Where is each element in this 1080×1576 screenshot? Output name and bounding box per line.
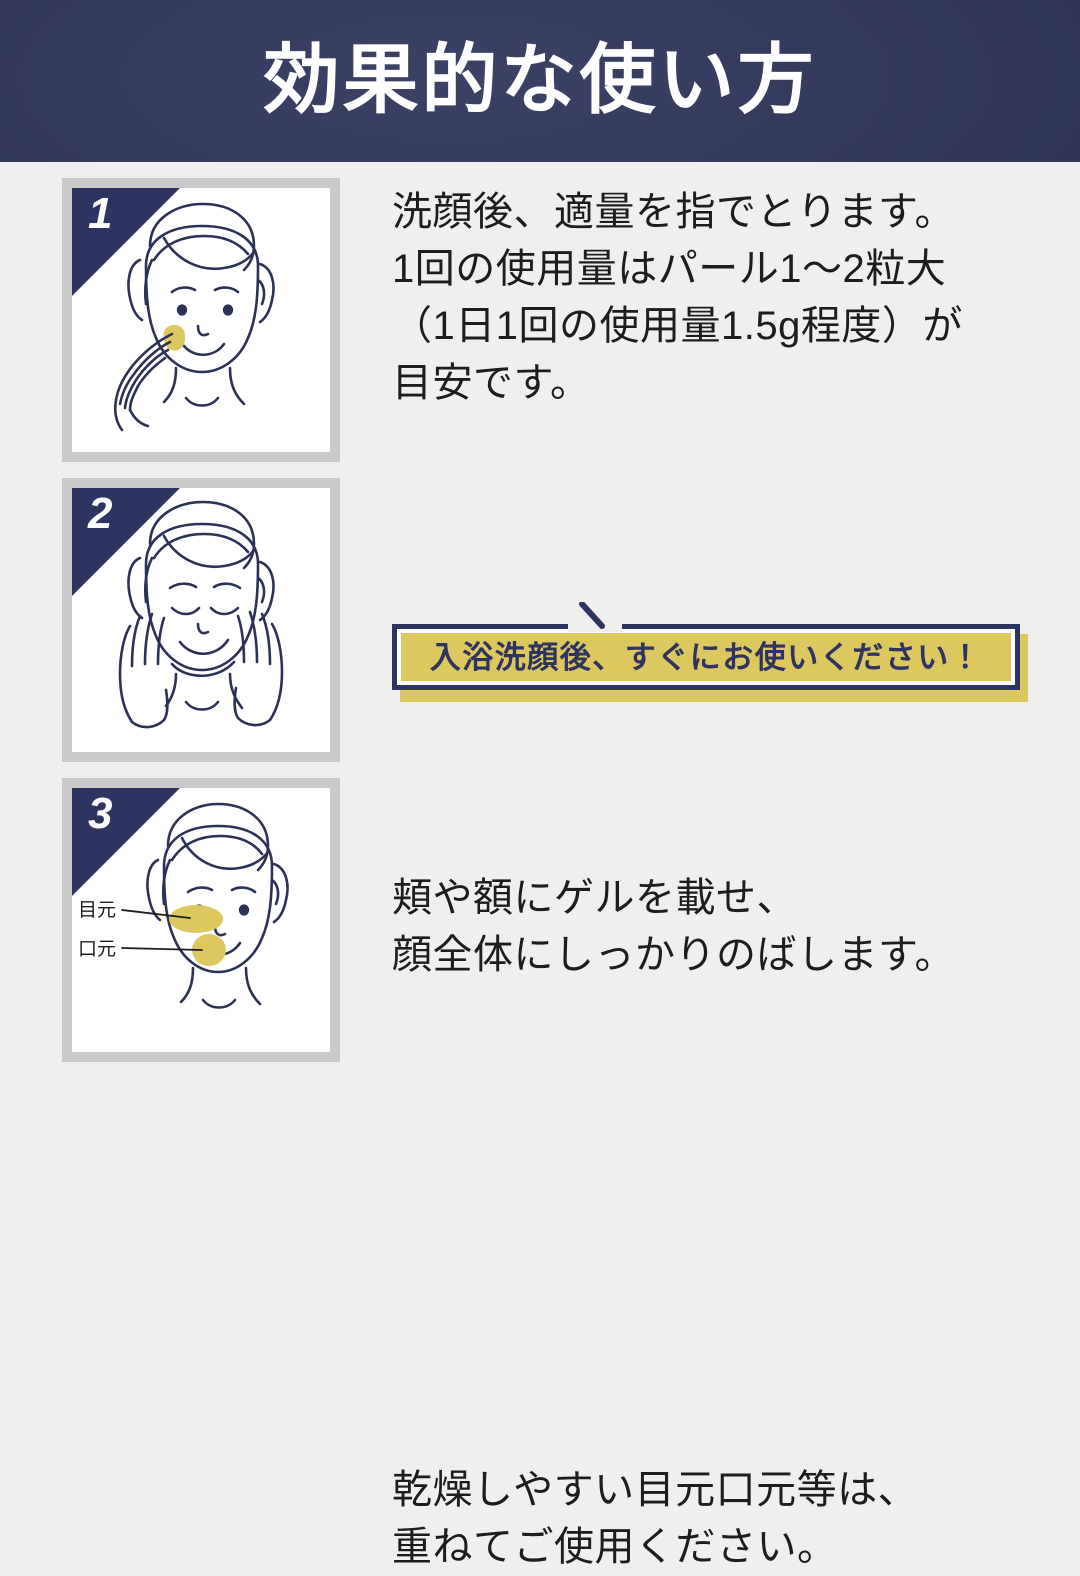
step-1-text: 洗顔後、適量を指でとります。 1回の使用量はパール1〜2粒大 （1日1回の使用量…	[392, 184, 963, 412]
step-1-figure-frame: 1	[62, 178, 340, 462]
step-2-text: 頬や額にゲルを載せ、 顔全体にしっかりのばします。	[392, 870, 955, 984]
step-2-figure-frame: 2	[62, 478, 340, 762]
step-row-1: 1 洗顔後、適量を指でとります。 1回の使用量はパール1〜2粒大 （1日1回の使…	[0, 172, 1080, 702]
applying-gel-to-cheek-illustration	[72, 188, 330, 452]
step-1-line-4: 目安です。	[392, 361, 591, 405]
step-2-line-2: 顔全体にしっかりのばします。	[392, 933, 955, 977]
eye-area-label: 目元	[78, 900, 116, 921]
callout-text: 入浴洗顔後、すぐにお使いください！	[429, 639, 983, 675]
step-1-line-3: （1日1回の使用量1.5g程度）が	[392, 304, 963, 348]
step-1-line-2: 1回の使用量はパール1〜2粒大	[392, 247, 947, 291]
header-banner: 効果的な使い方	[0, 0, 1080, 162]
step-3-figure-frame: 目元 口元 3	[62, 778, 340, 1062]
callout-fill: 入浴洗顔後、すぐにお使いください！	[401, 633, 1011, 681]
page-title: 効果的な使い方	[263, 38, 817, 123]
callout-box: 入浴洗顔後、すぐにお使いください！	[392, 624, 1020, 690]
step-2-line-1: 頬や額にゲルを載せ、	[392, 876, 797, 920]
callout-bubble: 入浴洗顔後、すぐにお使いください！	[392, 602, 1028, 702]
step-1-line-1: 洗顔後、適量を指でとります。	[392, 190, 955, 234]
step-row-2: 2 頬や額にゲルを載せ、 顔全体にしっかりのばします。	[0, 472, 1080, 977]
mouth-area-label: 口元	[78, 939, 116, 960]
step-3-line-1: 乾燥しやすい目元口元等は、	[392, 1468, 919, 1512]
step-3-text: 乾燥しやすい目元口元等は、 重ねてご使用ください。	[392, 1462, 918, 1576]
spreading-gel-with-both-hands-illustration	[72, 488, 330, 752]
step-row-3: 目元 口元 3 乾燥しやすい目元口元等は、 重ねてご使用ください。	[0, 772, 1080, 1569]
layering-gel-on-eye-and-mouth-illustration: 目元 口元	[72, 788, 330, 1052]
step-3-line-2: 重ねてご使用ください。	[392, 1525, 838, 1569]
